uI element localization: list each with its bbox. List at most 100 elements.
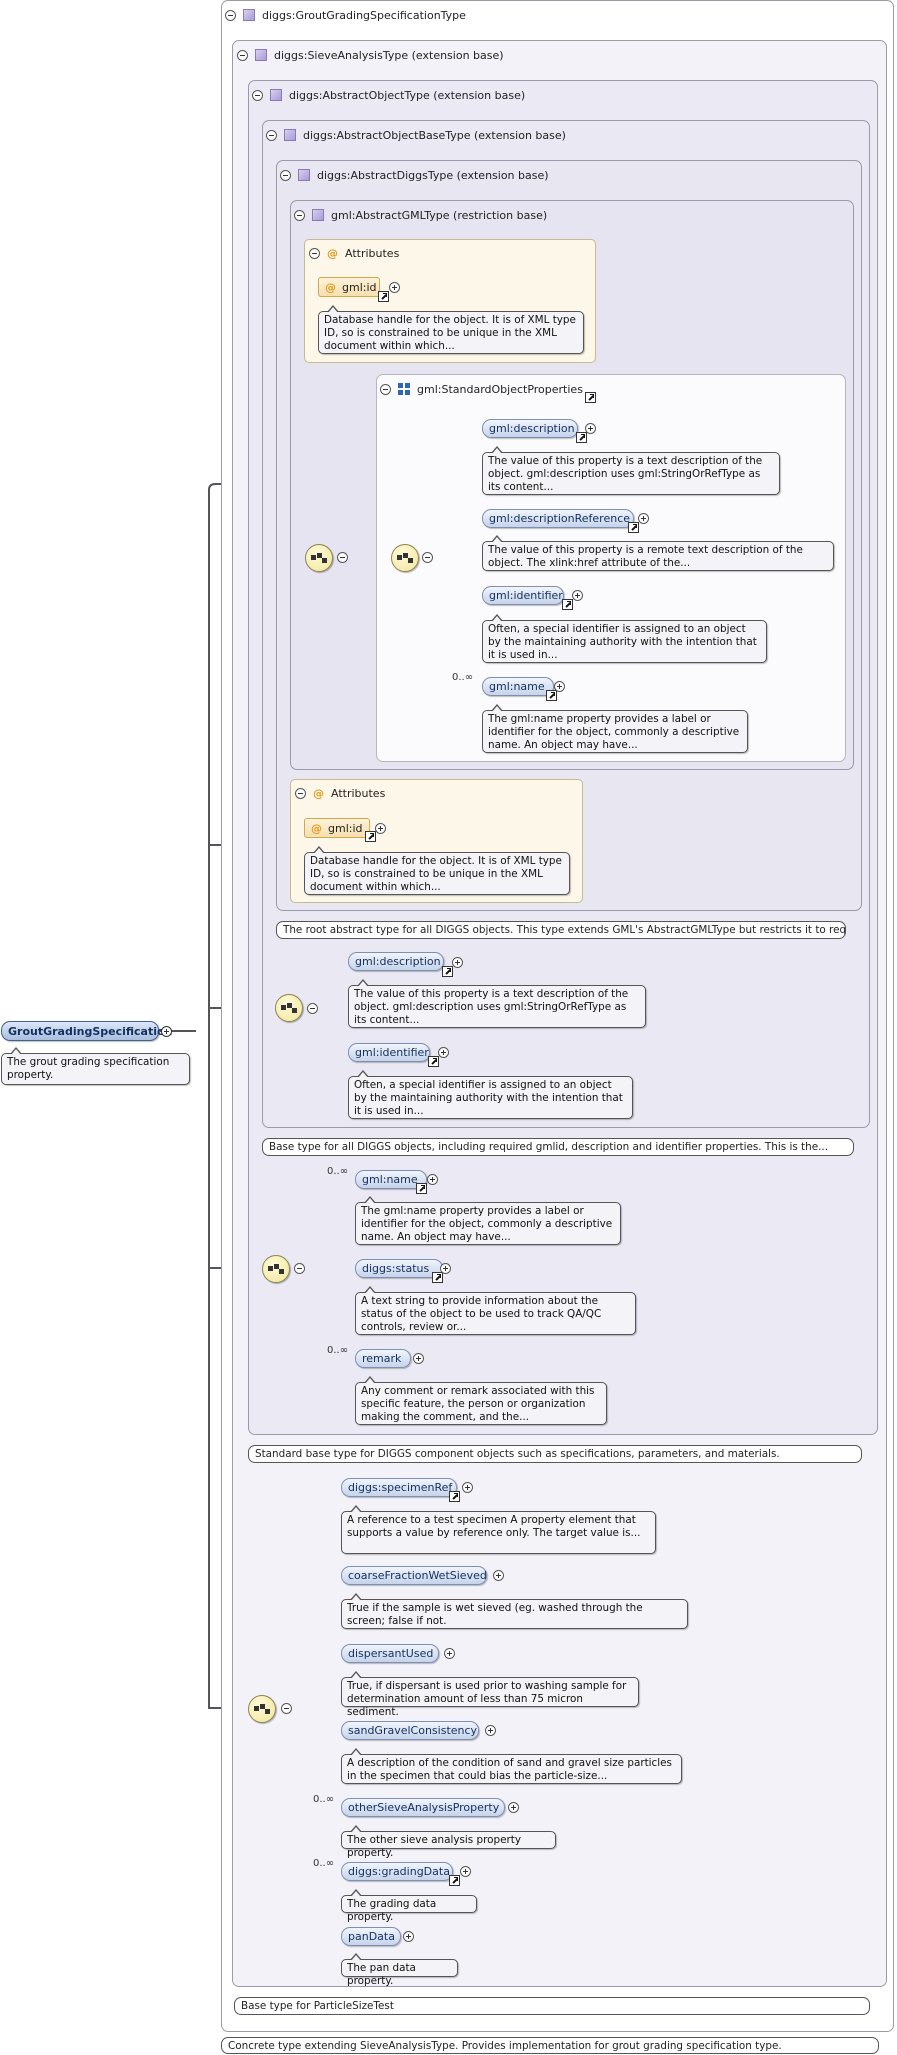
type-name: diggs:AbstractObjectBaseType (extension … — [303, 128, 566, 142]
expand-icon[interactable] — [440, 1263, 451, 1274]
expand-icon[interactable] — [161, 1026, 172, 1037]
attribute-gml-id[interactable]: @ gml:id — [304, 818, 370, 838]
attribute-name: gml:id — [342, 280, 377, 294]
element-name: sandGravelConsistency — [348, 1724, 478, 1737]
reference-arrow-icon — [562, 599, 573, 610]
element-gml-name[interactable]: gml:name — [355, 1170, 427, 1189]
element-doc: The value of this property is a text des… — [482, 446, 780, 495]
collapse-icon[interactable] — [294, 209, 305, 221]
reference-arrow-icon — [442, 966, 453, 977]
collapse-icon[interactable] — [237, 49, 248, 61]
collapse-icon[interactable] — [380, 383, 391, 395]
collapse-icon[interactable] — [225, 9, 236, 21]
sequence-compositor-icon[interactable] — [275, 994, 303, 1022]
collapse-icon[interactable] — [307, 1003, 318, 1014]
expand-icon[interactable] — [444, 1648, 455, 1659]
expand-icon[interactable] — [572, 590, 583, 601]
element-gml-description[interactable]: gml:description — [348, 952, 444, 971]
element-coarse-fraction-wet-sieved[interactable]: coarseFractionWetSieved — [341, 1566, 487, 1585]
expand-icon[interactable] — [438, 1047, 449, 1058]
element-gml-description-reference[interactable]: gml:descriptionReference — [482, 509, 634, 528]
reference-arrow-icon — [428, 1056, 439, 1067]
attribute-gml-id[interactable]: @ gml:id — [318, 277, 380, 297]
expand-icon[interactable] — [508, 1802, 519, 1813]
reference-arrow-icon — [365, 831, 376, 842]
type-doc-abstract-object: Standard base type for DIGGS component o… — [248, 1445, 862, 1463]
collapse-icon[interactable] — [294, 1263, 305, 1274]
sequence-compositor-icon[interactable] — [262, 1255, 290, 1283]
element-diggs-status[interactable]: diggs:status — [355, 1259, 443, 1278]
reference-arrow-icon — [432, 1272, 443, 1283]
expand-icon[interactable] — [375, 823, 386, 834]
expand-icon[interactable] — [460, 1866, 471, 1877]
type-name: gml:AbstractGMLType (restriction base) — [331, 208, 548, 222]
expand-icon[interactable] — [403, 1931, 414, 1942]
collapse-icon[interactable] — [281, 1703, 292, 1714]
expand-icon[interactable] — [452, 957, 463, 968]
element-doc: The other sieve analysis property proper… — [341, 1825, 556, 1859]
attribute-doc: Database handle for the object. It is of… — [318, 305, 584, 354]
element-gml-identifier[interactable]: gml:identifier — [348, 1043, 430, 1062]
collapse-icon[interactable] — [295, 787, 306, 799]
collapse-icon[interactable] — [266, 129, 277, 141]
element-sand-gravel-consistency[interactable]: sandGravelConsistency — [341, 1721, 479, 1740]
element-doc: The pan data property. — [341, 1953, 458, 1987]
element-doc: The gml:name property provides a label o… — [355, 1196, 621, 1245]
expand-icon[interactable] — [493, 1570, 504, 1581]
reference-arrow-icon — [628, 522, 639, 533]
collapse-icon[interactable] — [309, 247, 320, 259]
element-name: gml:name — [362, 1173, 418, 1186]
occurrence-label: 0..∞ — [452, 672, 474, 683]
complex-type-icon — [270, 89, 282, 101]
element-name: remark — [362, 1352, 402, 1365]
element-remark[interactable]: remark — [355, 1349, 411, 1368]
attribute-doc: Database handle for the object. It is of… — [304, 846, 570, 895]
expand-icon[interactable] — [462, 1482, 473, 1493]
element-doc: The value of this property is a remote t… — [482, 535, 834, 571]
type-name: diggs:AbstractObjectType (extension base… — [289, 88, 526, 102]
element-name: dispersantUsed — [348, 1647, 434, 1660]
attributes-label: Attributes — [345, 246, 400, 260]
reference-arrow-icon — [546, 690, 557, 701]
element-name: diggs:gradingData — [348, 1865, 450, 1878]
expand-icon[interactable] — [585, 423, 596, 434]
expand-icon[interactable] — [554, 681, 565, 692]
expand-icon[interactable] — [427, 1174, 438, 1185]
element-gml-name[interactable]: gml:name — [482, 677, 554, 696]
root-element-grout-grading-specification[interactable]: GroutGradingSpecification — [1, 1021, 172, 1041]
element-name: gml:identifier — [489, 589, 563, 602]
occurrence-label: 0..∞ — [313, 1858, 335, 1869]
complex-type-icon — [312, 209, 324, 221]
element-pan-data[interactable]: panData — [341, 1927, 401, 1946]
root-element-doc: The grout grading specification property… — [1, 1047, 190, 1085]
element-gml-identifier[interactable]: gml:identifier — [482, 586, 564, 605]
collapse-icon[interactable] — [337, 552, 348, 563]
element-diggs-specimen-ref[interactable]: diggs:specimenRef — [341, 1478, 457, 1497]
element-gml-description[interactable]: gml:description — [482, 419, 578, 438]
complex-type-icon — [243, 9, 255, 21]
expand-icon[interactable] — [638, 513, 649, 524]
element-doc: A text string to provide information abo… — [355, 1286, 636, 1335]
expand-icon[interactable] — [485, 1725, 496, 1736]
collapse-icon[interactable] — [252, 89, 263, 101]
occurrence-label: 0..∞ — [327, 1345, 349, 1356]
occurrence-label: 0..∞ — [327, 1166, 349, 1177]
collapse-icon[interactable] — [422, 552, 433, 563]
type-name: diggs:SieveAnalysisType (extension base) — [274, 48, 504, 62]
complex-type-icon — [284, 129, 296, 141]
type-doc-abstract-object-base: Base type for all DIGGS objects, includi… — [262, 1138, 854, 1156]
expand-icon[interactable] — [389, 282, 400, 293]
element-diggs-grading-data[interactable]: diggs:gradingData — [341, 1862, 453, 1881]
sequence-compositor-icon[interactable] — [305, 544, 333, 572]
collapse-icon[interactable] — [280, 169, 291, 181]
occurrence-label: 0..∞ — [313, 1794, 335, 1805]
complex-type-icon — [298, 169, 310, 181]
attribute-icon: @ — [313, 786, 324, 800]
expand-icon[interactable] — [413, 1353, 424, 1364]
element-dispersant-used[interactable]: dispersantUsed — [341, 1644, 439, 1663]
element-doc: Often, a special identifier is assigned … — [482, 614, 767, 663]
element-other-sieve-analysis-property[interactable]: otherSieveAnalysisProperty — [341, 1798, 505, 1817]
attribute-icon: @ — [327, 246, 338, 260]
sequence-compositor-icon[interactable] — [391, 544, 419, 572]
sequence-compositor-icon[interactable] — [248, 1695, 276, 1723]
